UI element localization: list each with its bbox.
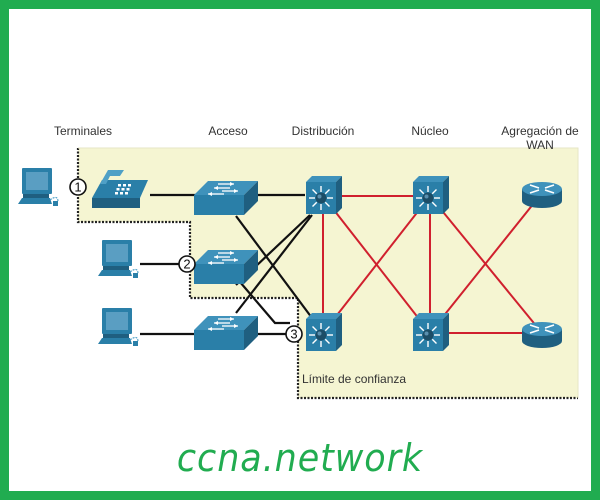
marker-1: 1 [69, 178, 87, 196]
marker-label: 1 [74, 180, 81, 195]
layer-label-acceso: Acceso [208, 124, 248, 138]
trust-boundary-label: Límite de confianza [302, 372, 407, 386]
link-sw1-dist2 [235, 215, 313, 319]
pc-pc1-icon [18, 168, 59, 206]
router-r1-icon [522, 182, 562, 208]
layer-label-wan: Agregación de WAN [501, 124, 578, 152]
trust-boundary-line [76, 148, 578, 400]
layer-label-wan-line1: Agregación de [501, 124, 579, 138]
multilayer-switch-dist1-icon [306, 176, 342, 214]
layer-label-distribucion: Distribución [291, 124, 355, 138]
pc-pc3-icon [98, 308, 139, 346]
link-core2-r1 [429, 192, 543, 334]
marker-label: 2 [183, 257, 190, 272]
access-switch-sw2-icon [194, 250, 258, 284]
multilayer-switch-core1-icon [413, 176, 449, 214]
access-switch-sw1-icon [194, 181, 258, 215]
link-sw3-dist1 [235, 214, 313, 314]
link-sw2-dist2 [239, 281, 290, 325]
watermark: ccna.network [176, 436, 424, 480]
marker-label: 3 [290, 327, 297, 342]
router-r2-icon [522, 322, 562, 348]
marker-2: 2 [178, 255, 196, 273]
layer-label-wan-line2: WAN [526, 138, 554, 152]
marker-3: 3 [285, 325, 303, 343]
access-switch-sw3-icon [194, 316, 258, 350]
ip-phone-phone-icon [92, 170, 148, 208]
layer-label-nucleo: Núcleo [411, 124, 449, 138]
multilayer-switch-core2-icon [413, 313, 449, 351]
multilayer-switch-dist2-icon [306, 313, 342, 351]
trust-zone-edge [78, 147, 579, 398]
layer-label-terminales: Terminales [53, 124, 113, 138]
link-dist2-core1 [322, 195, 431, 334]
pc-pc2-icon [98, 240, 139, 278]
